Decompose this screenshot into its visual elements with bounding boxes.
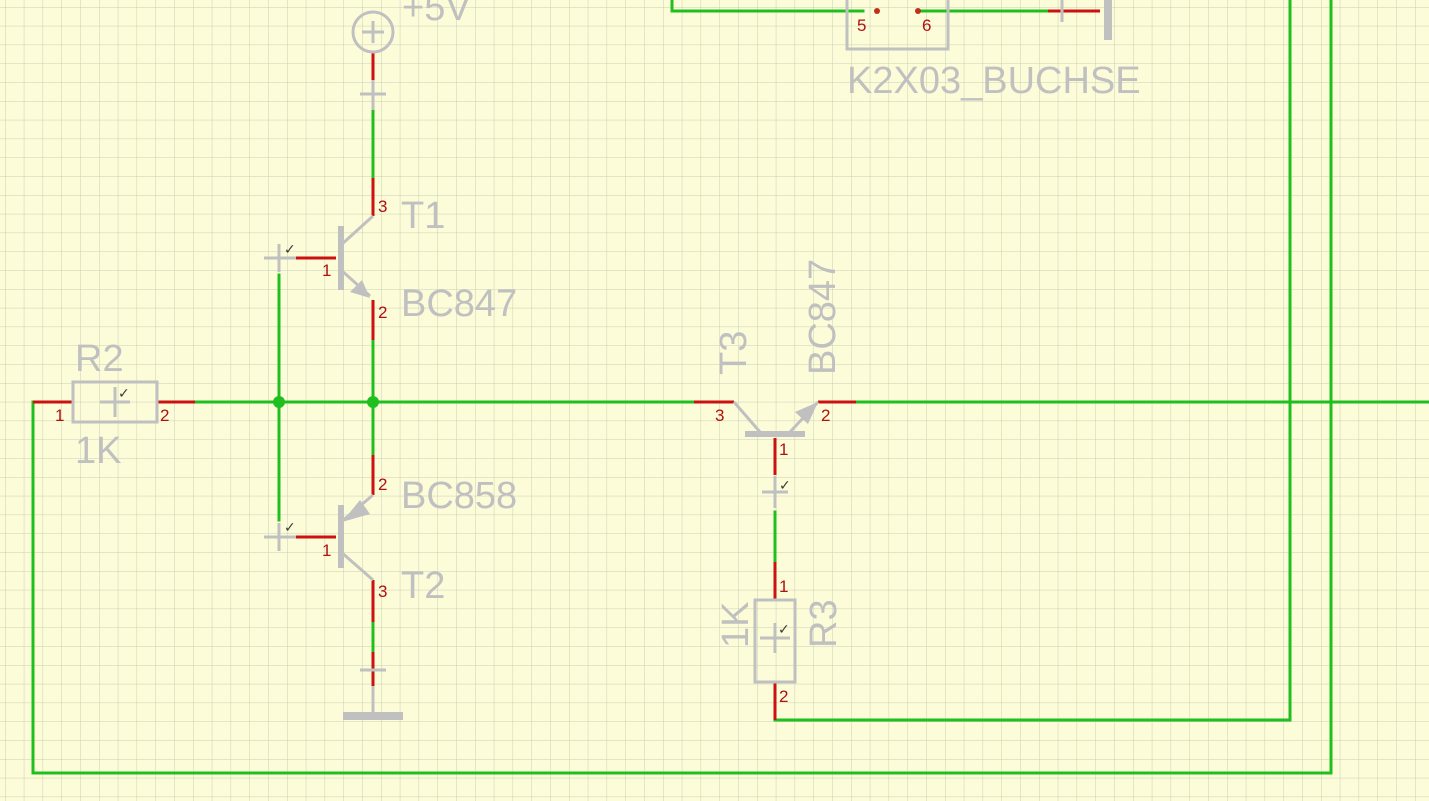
t2-pin3: 3 <box>378 582 387 601</box>
t1-value: BC847 <box>401 283 517 325</box>
t3-value: BC847 <box>802 259 844 375</box>
vcc-label: +5V <box>402 0 471 29</box>
t2-pin2: 2 <box>378 475 387 494</box>
t1-pin2: 2 <box>378 303 387 322</box>
r3-pin1: 1 <box>779 577 788 596</box>
t1-pin3: 3 <box>378 197 387 216</box>
t2-ref: T2 <box>401 565 445 607</box>
t1-pin1: 1 <box>322 261 331 280</box>
connector-symbol[interactable] <box>845 0 1112 51</box>
t2-emitter-arrow <box>342 500 370 522</box>
t3-pin1: 1 <box>779 440 788 459</box>
r2-pin2: 2 <box>160 406 169 425</box>
t3-pin2: 2 <box>821 406 830 425</box>
t3-ref: T3 <box>713 331 755 375</box>
connector-pin-6: 6 <box>922 16 931 35</box>
connector-name: K2X03_BUCHSE <box>847 60 1141 102</box>
t2-value: BC858 <box>401 475 517 517</box>
r3-pin2: 2 <box>779 687 788 706</box>
t1-emitter-arrow <box>350 280 370 298</box>
r2-pin1: 1 <box>55 406 64 425</box>
r3-value: 1K <box>715 602 757 648</box>
junction-dot-center <box>367 396 379 408</box>
wire-r3-loop[interactable] <box>773 0 1292 722</box>
t1-check: ✓ <box>284 241 296 257</box>
r3-symbol[interactable] <box>753 598 797 684</box>
t3-emitter-arrow <box>795 402 818 424</box>
t3-pin3: 3 <box>715 406 724 425</box>
vcc-symbol[interactable] <box>351 10 395 110</box>
t3-check: ✓ <box>779 477 791 493</box>
t2-check: ✓ <box>284 519 296 535</box>
r2-symbol[interactable] <box>71 380 159 424</box>
wire-connector-top[interactable] <box>670 0 865 13</box>
r2-ref: R2 <box>75 338 124 380</box>
pin-stubs <box>33 9 1100 720</box>
r3-ref: R3 <box>803 599 845 648</box>
r3-check: ✓ <box>778 621 790 637</box>
symbols <box>71 0 1112 720</box>
ground-symbol[interactable] <box>343 668 403 720</box>
connector-pin6-dot <box>915 8 921 14</box>
r2-check: ✓ <box>118 385 130 401</box>
r2-value: 1K <box>75 430 121 472</box>
t2-pin1: 1 <box>322 541 331 560</box>
junction-dot-left <box>273 396 285 408</box>
t1-ref: T1 <box>401 195 445 237</box>
wire-bottom-loop[interactable] <box>31 0 1333 775</box>
connector-pin-5: 5 <box>857 16 866 35</box>
connector-pin5-dot <box>874 8 880 14</box>
